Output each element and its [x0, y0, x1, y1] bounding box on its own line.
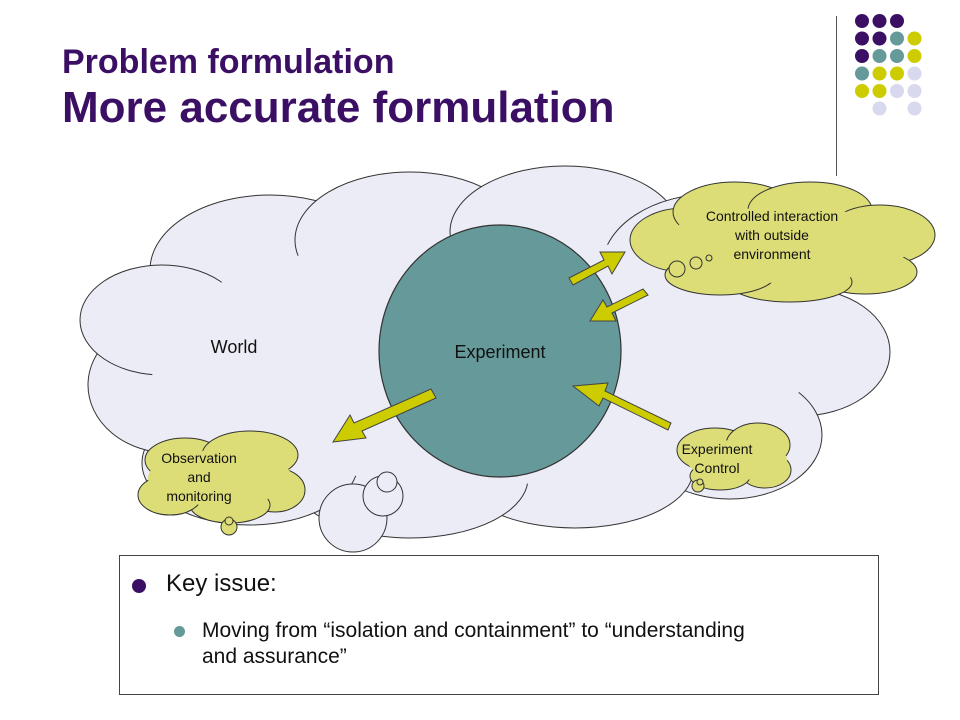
decorative-dot [872, 84, 887, 98]
experiment-circle [378, 224, 622, 478]
experiment-label: Experiment [454, 342, 546, 362]
control-cloud [676, 422, 792, 493]
arrow-from-control [571, 382, 672, 431]
decorative-dot [872, 14, 887, 28]
arrow-to-interaction [568, 251, 626, 286]
arrow-from-interaction [589, 288, 649, 322]
arrows [332, 251, 672, 443]
control-label-line: Experiment [681, 441, 753, 457]
decorative-dot [890, 66, 904, 81]
bullet-key-issue: Key issue: [132, 570, 277, 598]
interaction-label: Controlled interaction with outside envi… [672, 207, 872, 264]
arrow-to-observation [332, 388, 437, 443]
slide-title: Problem formulation More accurate formul… [62, 42, 615, 134]
decorative-dot [907, 49, 922, 63]
interaction-label-line: with outside [735, 227, 809, 243]
interaction-label-line: Controlled interaction [705, 208, 839, 224]
decorative-dot [872, 49, 887, 63]
decorative-dot [907, 101, 922, 116]
control-label: Experiment Control [672, 440, 762, 478]
world-label: World [210, 337, 258, 357]
decorative-dot [890, 49, 904, 63]
title-line-2: More accurate formulation [62, 83, 615, 132]
decorative-dot [872, 66, 887, 81]
control-label-line: Control [694, 460, 740, 476]
observation-cloud [137, 430, 306, 536]
decorative-dot [907, 84, 922, 98]
decorative-dot [855, 31, 869, 46]
observation-label-line: monitoring [166, 488, 232, 504]
decorative-dot-grid [855, 14, 922, 116]
key-issue-text: Key issue: [166, 570, 277, 597]
observation-label-line: Observation [161, 450, 237, 466]
decorative-divider [836, 16, 837, 176]
sub-bullet-dot-icon [174, 626, 185, 637]
key-issue-box: Key issue: Moving from “isolation and co… [119, 555, 879, 695]
decorative-dot [872, 101, 887, 116]
bullet-dot-icon [132, 579, 146, 593]
decorative-dot [890, 31, 904, 46]
thought-bubbles [318, 471, 404, 553]
decorative-dot [872, 31, 887, 46]
decorative-dot [890, 84, 904, 98]
interaction-label-line: environment [733, 246, 811, 262]
bullet-sub-item: Moving from “isolation and containment” … [174, 618, 762, 670]
decorative-dot [855, 49, 869, 63]
decorative-dot [890, 14, 904, 28]
decorative-dot [855, 66, 869, 81]
sub-item-text: Moving from “isolation and containment” … [202, 619, 745, 668]
decorative-dot [907, 66, 922, 81]
observation-label: Observation and monitoring [144, 449, 254, 506]
title-line-1: Problem formulation [62, 43, 395, 81]
observation-label-line: and [187, 469, 211, 485]
decorative-dot [907, 31, 922, 46]
decorative-dot [855, 84, 869, 98]
decorative-dot [855, 14, 869, 28]
interaction-cloud [629, 181, 936, 303]
